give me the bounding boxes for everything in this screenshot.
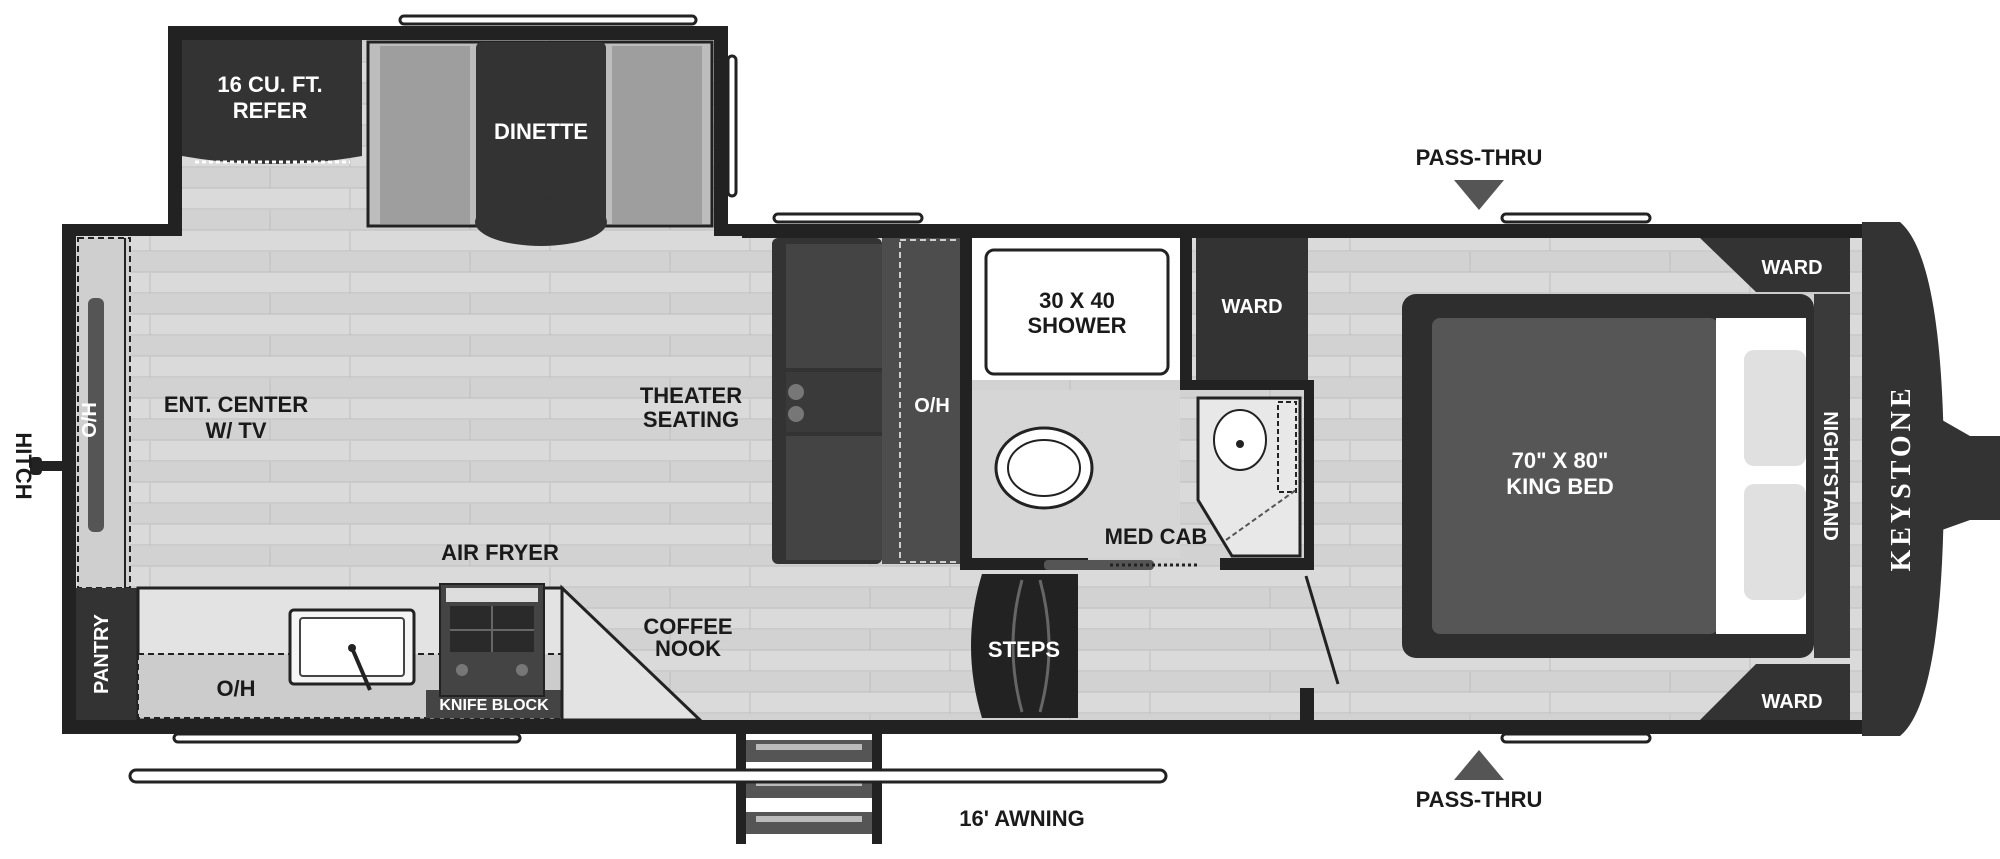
oh-kitchen-label: O/H [216,676,255,701]
med-cab-label: MED CAB [1105,524,1208,549]
coffee-nook [560,584,704,722]
awning-label: 16' AWNING [959,806,1084,831]
pass-thru-bottom-arrow [1454,750,1504,780]
kitchen-counter [76,583,564,722]
king-bed [1402,294,1814,658]
theater-label-2: SEATING [643,407,739,432]
front-overhead [77,237,131,589]
shower [972,238,1180,380]
bedroom-wardrobes [1700,238,1850,720]
brand-logo: KEYSTONE [1886,384,1917,571]
oh-front-label: O/H [79,402,101,438]
refrigerator [182,40,362,164]
nightstand [1814,294,1850,658]
med-cab [1044,560,1200,570]
shower-label-2: SHOWER [1028,313,1127,338]
coffee-label-2: NOOK [655,636,721,661]
sink-vanity [1196,396,1302,558]
front-cap [1862,222,2000,736]
ward-bottom-label: WARD [1761,691,1822,713]
refer-label-1: 16 CU. FT. [217,72,322,97]
dinette-label: DINETTE [494,119,588,144]
shower-label-1: 30 X 40 [1039,288,1115,313]
ent-center-label-2: W/ TV [205,418,266,443]
awning [128,768,1168,784]
entry-steps [971,574,1078,718]
pass-thru-top-arrow [1454,180,1504,210]
outer-walls [62,26,1864,734]
nightstand-label: NIGHTSTAND [1819,411,1841,541]
theater-seating [772,238,963,564]
knife-block-label: KNIFE BLOCK [439,697,549,714]
ent-center-label-1: ENT. CENTER [164,392,308,417]
steps-label: STEPS [988,637,1060,662]
refer-label-2: REFER [233,98,308,123]
outside-steps [736,724,882,844]
coffee-label-1: COFFEE [643,614,732,639]
bath-wardrobe [1196,238,1308,380]
toilet [972,390,1180,558]
bed-label-2: KING BED [1506,474,1614,499]
hitch-label: HITCH [11,432,36,499]
theater-label-1: THEATER [640,383,742,408]
window-trims [172,14,1652,744]
pass-thru-bottom-label: PASS-THRU [1416,787,1543,812]
dinette [366,40,714,246]
pass-thru-top-label: PASS-THRU [1416,145,1543,170]
pantry-label: PANTRY [91,613,113,694]
oh-mid-label: O/H [914,395,950,417]
ward-bath-label: WARD [1221,296,1282,318]
air-fryer-label: AIR FRYER [441,540,559,565]
bedroom-door [1300,575,1340,720]
ward-top-label: WARD [1761,257,1822,279]
hitch [30,457,66,475]
bed-label-1: 70" X 80" [1512,448,1609,473]
